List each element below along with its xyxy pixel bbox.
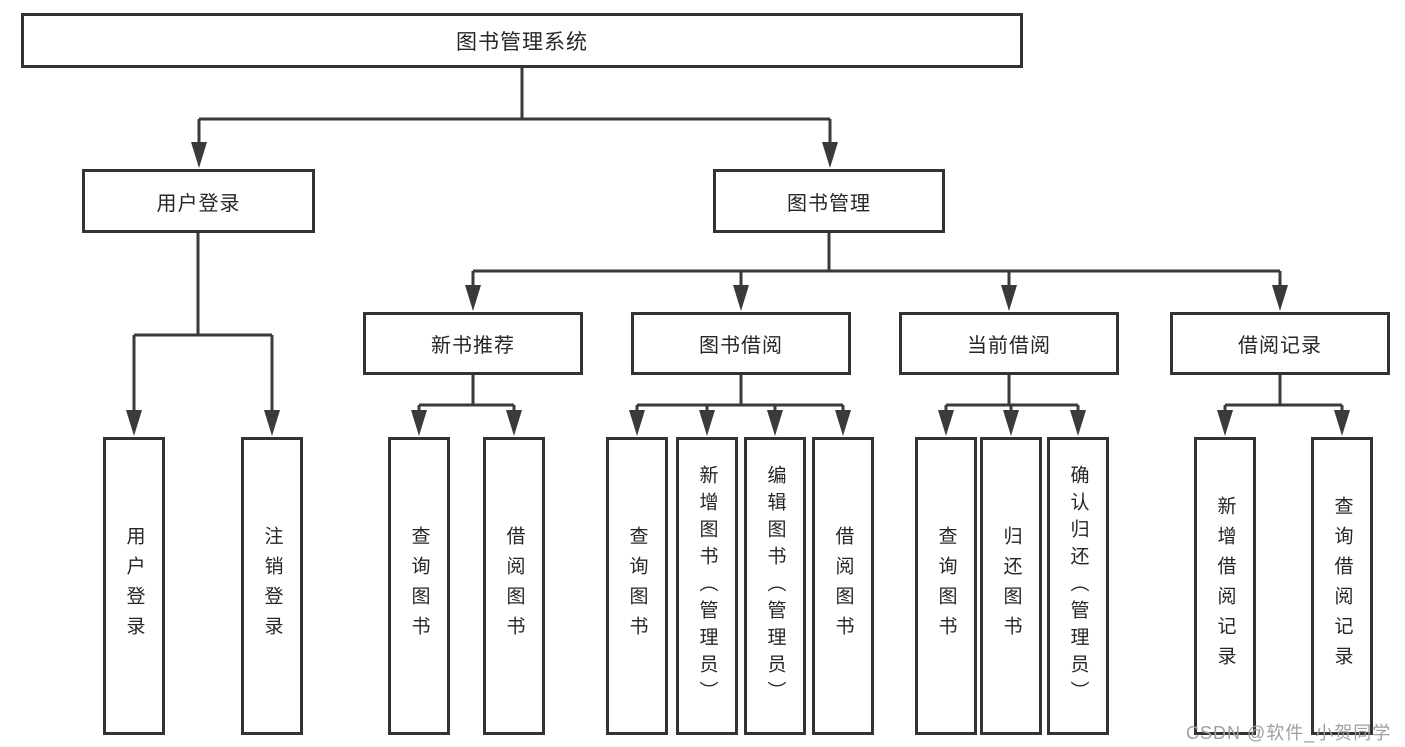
node-root: 图书管理系统	[21, 13, 1023, 68]
node-user-login: 用户登录	[82, 169, 315, 233]
leaf-label: 新增借阅记录	[1214, 496, 1236, 676]
leaf-query-book-recommend: 查询图书	[388, 437, 450, 735]
node-book-borrow: 图书借阅	[631, 312, 851, 375]
leaf-borrow-book: 借阅图书	[812, 437, 874, 735]
connector-current-borrow-to-leaves	[938, 375, 1086, 436]
node-new-book-recommend: 新书推荐	[363, 312, 583, 375]
leaf-query-book-borrow: 查询图书	[606, 437, 668, 735]
connector-book-borrow-to-leaves	[629, 375, 851, 436]
leaf-query-borrow-record: 查询借阅记录	[1311, 437, 1373, 735]
arrowhead	[1217, 410, 1233, 436]
connector-root-to-level2	[191, 68, 838, 168]
leaf-confirm-return-admin: 确认归还（管理员）	[1047, 437, 1109, 735]
leaf-label: 新增图书（管理员）	[696, 464, 718, 708]
leaf-logout: 注销登录	[241, 437, 303, 735]
connector-borrow-record-to-leaves	[1217, 375, 1350, 436]
arrowhead	[506, 410, 522, 436]
node-borrow-record: 借阅记录	[1170, 312, 1390, 375]
arrowhead	[1272, 285, 1288, 311]
connector-new-book-to-leaves	[411, 375, 522, 436]
leaf-return-book: 归还图书	[980, 437, 1042, 735]
leaf-label: 用户登录	[123, 526, 145, 646]
leaf-add-borrow-record: 新增借阅记录	[1194, 437, 1256, 735]
arrowhead	[264, 410, 280, 436]
arrowhead	[1003, 410, 1019, 436]
arrowhead	[699, 410, 715, 436]
arrowhead	[1001, 285, 1017, 311]
leaf-label: 借阅图书	[503, 526, 525, 646]
leaf-label: 注销登录	[261, 526, 283, 646]
leaf-label: 查询图书	[626, 526, 648, 646]
connector-book-mgmt-to-level3	[465, 233, 1288, 311]
arrowhead	[767, 410, 783, 436]
arrowhead	[126, 410, 142, 436]
leaf-add-book-admin: 新增图书（管理员）	[676, 437, 738, 735]
connector-user-login-to-leaves	[126, 233, 280, 436]
arrowhead	[835, 410, 851, 436]
leaf-label: 借阅图书	[832, 526, 854, 646]
arrowhead	[629, 410, 645, 436]
arrowhead	[938, 410, 954, 436]
leaf-label: 查询图书	[408, 526, 430, 646]
arrowhead	[822, 142, 838, 168]
arrowhead	[1070, 410, 1086, 436]
node-book-management: 图书管理	[713, 169, 945, 233]
arrowhead	[191, 142, 207, 168]
arrowhead	[411, 410, 427, 436]
leaf-label: 归还图书	[1000, 526, 1022, 646]
leaf-borrow-book-recommend: 借阅图书	[483, 437, 545, 735]
arrowhead	[733, 285, 749, 311]
leaf-label: 编辑图书（管理员）	[764, 464, 786, 708]
leaf-user-login: 用户登录	[103, 437, 165, 735]
leaf-label: 确认归还（管理员）	[1067, 464, 1089, 708]
arrowhead	[1334, 410, 1350, 436]
arrowhead	[465, 285, 481, 311]
node-current-borrow: 当前借阅	[899, 312, 1119, 375]
leaf-query-book-current: 查询图书	[915, 437, 977, 735]
leaf-label: 查询借阅记录	[1331, 496, 1353, 676]
leaf-label: 查询图书	[935, 526, 957, 646]
csdn-watermark: CSDN @软件_小贺同学	[1186, 723, 1392, 743]
leaf-edit-book-admin: 编辑图书（管理员）	[744, 437, 806, 735]
